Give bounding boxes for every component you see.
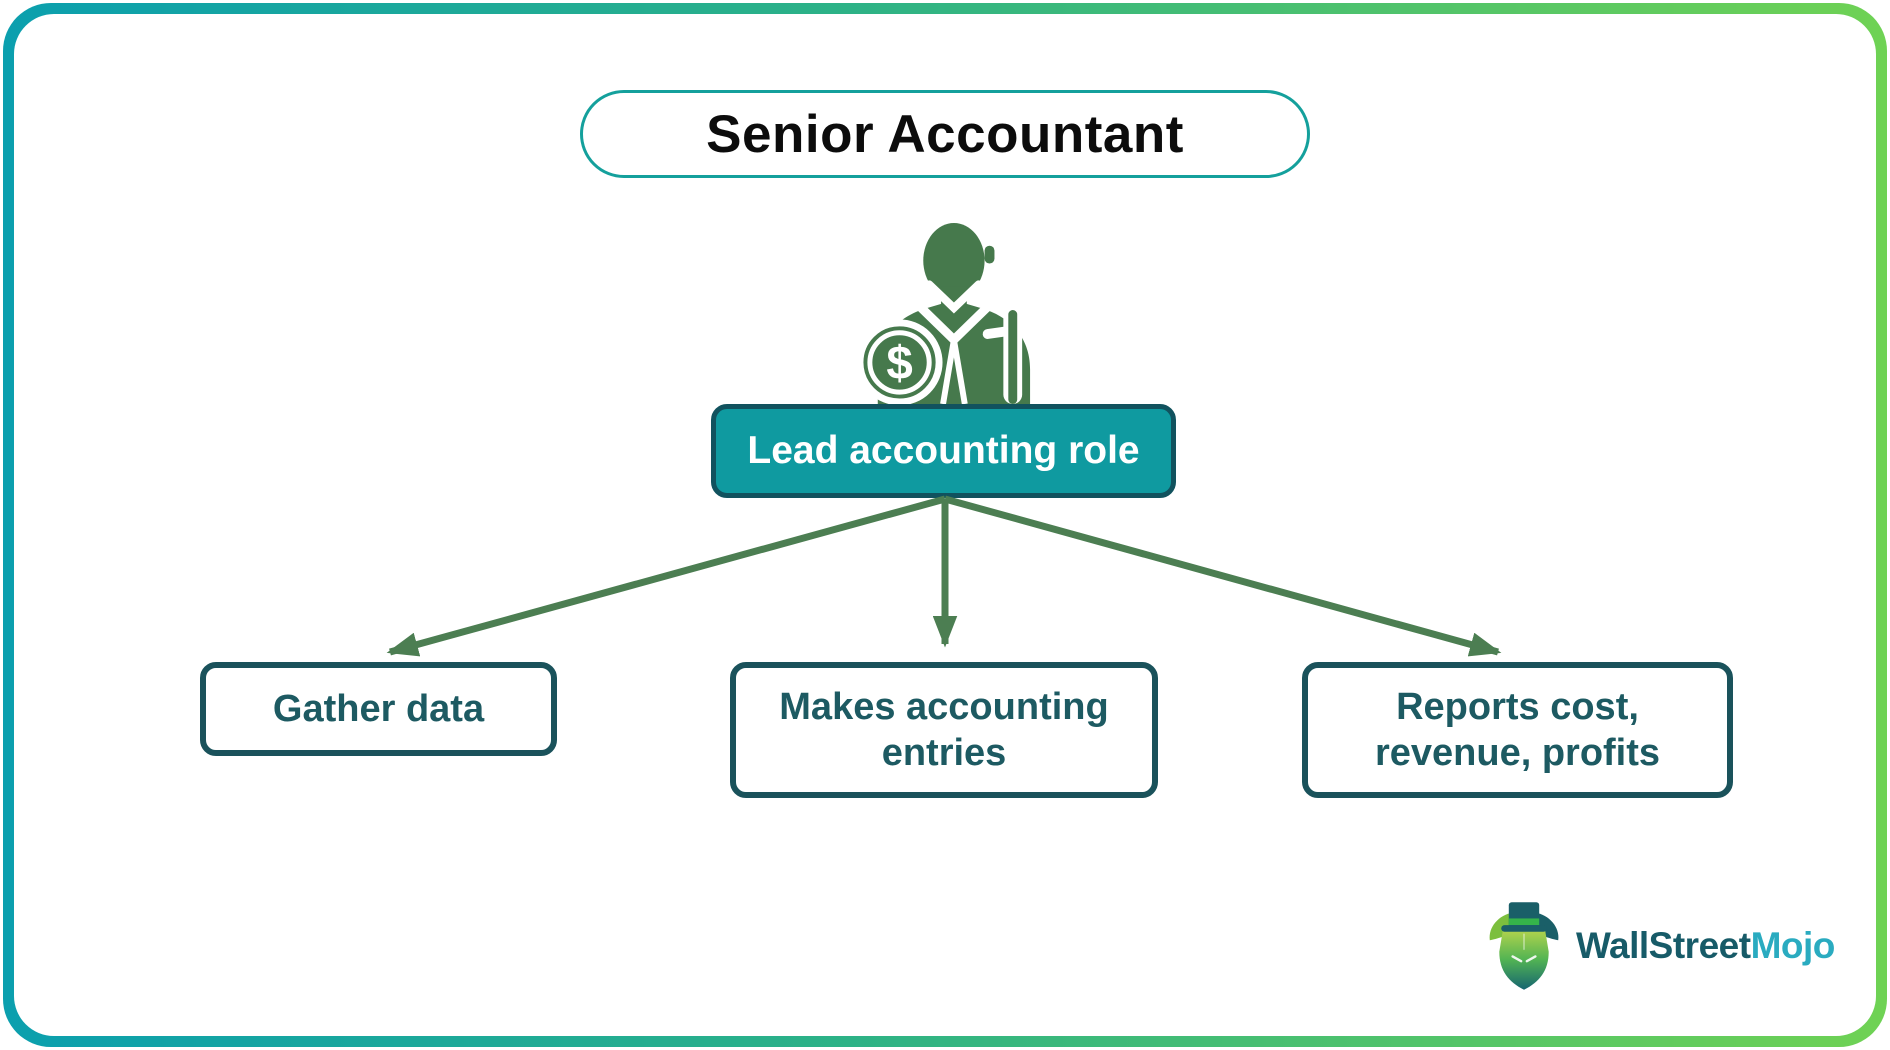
dollar-coin-ring bbox=[867, 330, 932, 395]
accountant-ear-shape bbox=[984, 245, 995, 264]
bull-face bbox=[1499, 928, 1549, 990]
child-node-gather-data: Gather data bbox=[200, 662, 557, 756]
bull-brow-lines bbox=[1511, 955, 1537, 963]
bull-hat-brim bbox=[1501, 925, 1547, 932]
root-node-lead-accounting-role: Lead accounting role bbox=[711, 404, 1176, 498]
accountant-lapel-lines bbox=[912, 299, 995, 345]
child-node-label: Makes accounting entries bbox=[779, 685, 1109, 774]
child-node-makes-accounting-entries: Makes accounting entries bbox=[730, 662, 1158, 798]
wallstreetmojo-logo: WallStreetMojo bbox=[1486, 900, 1835, 992]
dollar-sign-glyph: $ bbox=[886, 337, 912, 390]
accountant-icon: $ bbox=[858, 222, 1031, 405]
child-node-reports-cost-revenue-profits: Reports cost, revenue, profits bbox=[1302, 662, 1733, 798]
page-title: Senior Accountant bbox=[580, 90, 1310, 178]
accountant-head-shape bbox=[923, 222, 985, 299]
logo-wordmark: WallStreetMojo bbox=[1576, 925, 1835, 967]
accountant-jacket-opening-lines bbox=[940, 339, 968, 405]
arrow-to-gather-data bbox=[386, 495, 946, 657]
page-title-label: Senior Accountant bbox=[706, 104, 1184, 164]
logo-text-wallstreet: WallStreet bbox=[1576, 925, 1751, 966]
accountant-collar-line bbox=[925, 280, 983, 314]
bull-hat-band bbox=[1508, 918, 1540, 926]
root-node-label: Lead accounting role bbox=[747, 429, 1140, 472]
child-node-label: Reports cost, revenue, profits bbox=[1374, 685, 1661, 774]
accountant-pocket-shape bbox=[982, 326, 1011, 339]
child-node-label: Gather data bbox=[272, 687, 485, 730]
bull-mascot-icon bbox=[1489, 902, 1559, 990]
arrow-to-reports bbox=[944, 495, 1502, 657]
accountant-pen-shape bbox=[1008, 310, 1018, 404]
logo-text-mojo: Mojo bbox=[1750, 925, 1836, 966]
